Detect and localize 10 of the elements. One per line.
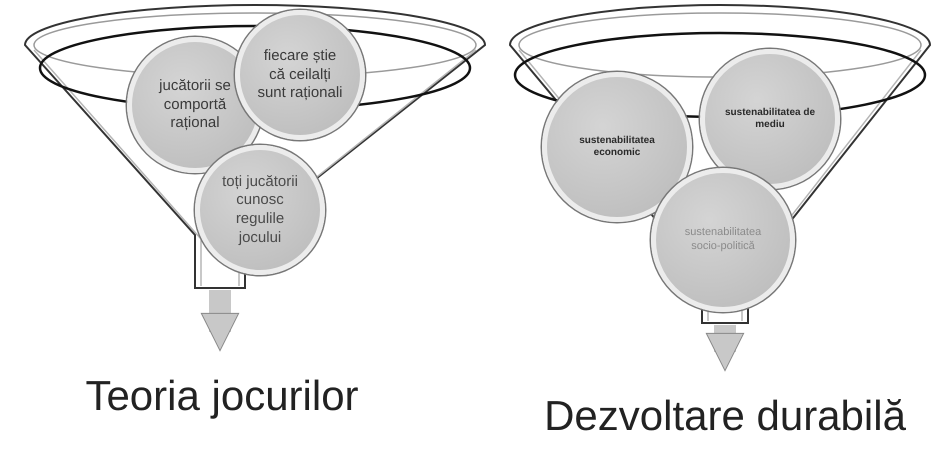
circle-label: fiecare știe că ceilalți sunt raționali — [256, 46, 344, 104]
title-text: Dezvoltare durabilă — [544, 390, 906, 440]
block-arrow — [200, 290, 240, 352]
circle-label: sustenabilitatea socio-politică — [684, 226, 762, 254]
title-text: Teoria jocurilor — [85, 370, 359, 421]
circle-label: jucătorii se comportă rațional — [158, 76, 232, 134]
circle-label: sustenabilitatea economic — [578, 134, 656, 160]
circle-label: toți jucătorii cunosc regulile jocului — [221, 172, 299, 248]
block-arrow — [706, 325, 744, 372]
circle-label: sustenabilitatea de mediu — [724, 106, 816, 132]
